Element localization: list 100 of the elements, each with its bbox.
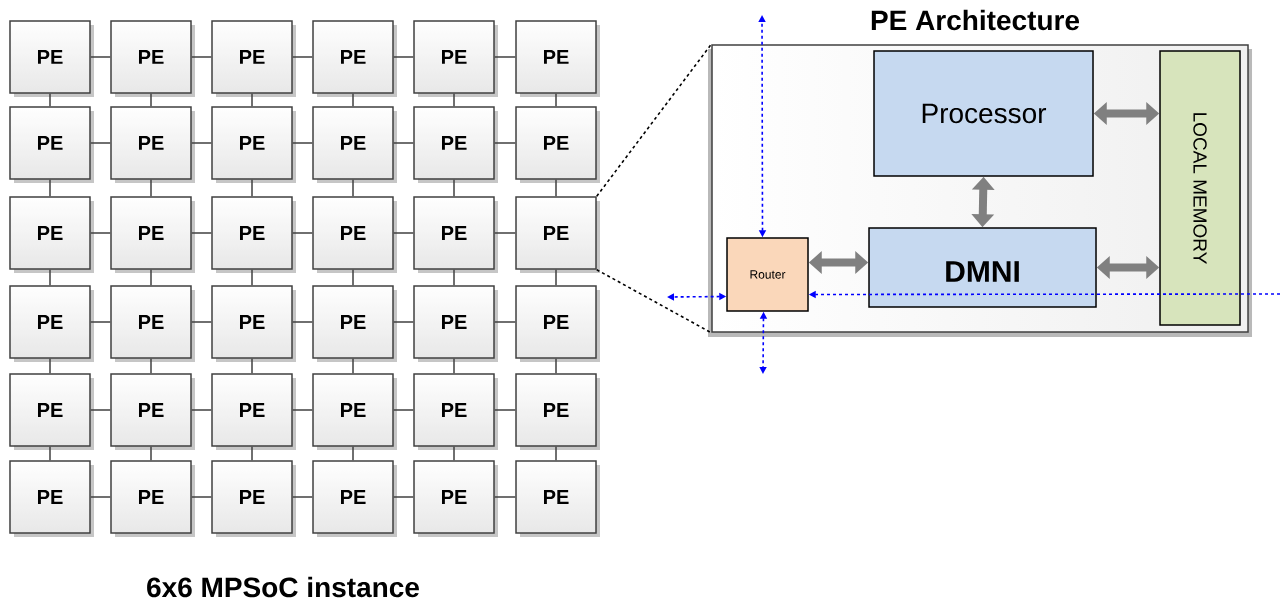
pe-box: PE — [312, 373, 397, 450]
pe-box: PE — [413, 460, 498, 537]
link-line — [494, 496, 516, 498]
pe-box: PE — [211, 196, 296, 273]
pe-box: PE — [413, 20, 498, 97]
link-line — [494, 232, 516, 234]
link-line — [292, 496, 313, 498]
link-line — [251, 358, 253, 374]
link-line — [150, 358, 152, 374]
link-line — [352, 446, 354, 461]
link-line — [90, 409, 111, 411]
pe-box: PE — [9, 106, 94, 183]
pe-box: PE — [515, 373, 600, 450]
pe-box: PE — [515, 106, 600, 183]
link-line — [352, 269, 354, 286]
link-line — [555, 446, 557, 461]
link-line — [494, 142, 516, 144]
pe-box: PE — [312, 106, 397, 183]
pe-box: PE — [413, 285, 498, 362]
link-line — [555, 269, 557, 286]
box-heading: PE Architecture — [871, 9, 1080, 31]
pe-box: PE — [211, 373, 296, 450]
link-line — [393, 56, 414, 58]
pe-box: PE — [9, 460, 94, 537]
link-line — [251, 446, 253, 461]
link-line — [352, 179, 354, 197]
pe-box: PE — [211, 460, 296, 537]
pe-box: PE — [515, 460, 600, 537]
link-line — [393, 496, 414, 498]
link-line — [292, 142, 313, 144]
pe-box: PE — [110, 20, 195, 97]
link-line — [49, 179, 51, 197]
pe-box: PE — [312, 196, 397, 273]
pe-box: PE — [413, 106, 498, 183]
link-line — [251, 179, 253, 197]
link-line — [393, 409, 414, 411]
link-line — [191, 232, 212, 234]
pe-box: PE — [312, 285, 397, 362]
pe-box: PE — [413, 373, 498, 450]
link-line — [494, 56, 516, 58]
link-line — [292, 232, 313, 234]
pe-box: PE — [9, 196, 94, 273]
pe-box: PE — [9, 20, 94, 97]
link-line — [453, 269, 455, 286]
link-line — [49, 93, 51, 107]
link-line — [292, 56, 313, 58]
pe-box: PE — [413, 196, 498, 273]
pe-box: PE — [515, 196, 600, 273]
link-line — [555, 179, 557, 197]
pe-box: PE — [312, 20, 397, 97]
link-line — [150, 446, 152, 461]
link-line — [90, 56, 111, 58]
pe-box: PE — [110, 285, 195, 362]
link-line — [292, 409, 313, 411]
link-line — [453, 179, 455, 197]
link-line — [191, 56, 212, 58]
link-line — [150, 179, 152, 197]
pe-box: PE — [9, 285, 94, 362]
link-line — [453, 446, 455, 461]
link-line — [49, 269, 51, 286]
link-line — [555, 93, 557, 107]
link-line — [191, 321, 212, 323]
pe-box: PE — [9, 373, 94, 450]
link-line — [393, 232, 414, 234]
pe-box: PE — [110, 196, 195, 273]
pe-box: PE — [515, 285, 600, 362]
link-line — [494, 321, 516, 323]
pe-box: PE — [110, 106, 195, 183]
pe-box: PE — [211, 285, 296, 362]
link-line — [90, 496, 111, 498]
link-line — [555, 358, 557, 374]
pe-box: PE — [110, 373, 195, 450]
link-line — [191, 142, 212, 144]
caption: 6x6 MPSoC instance — [147, 576, 419, 598]
link-line — [251, 93, 253, 107]
link-line — [494, 409, 516, 411]
link-line — [251, 269, 253, 286]
link-line — [352, 93, 354, 107]
link-line — [90, 232, 111, 234]
link-line — [453, 93, 455, 107]
link-line — [393, 321, 414, 323]
link-line — [453, 358, 455, 374]
zoom-line — [595, 43, 713, 198]
link-line — [150, 269, 152, 286]
zoom-line — [595, 268, 713, 334]
link-line — [191, 409, 212, 411]
link-line — [150, 93, 152, 107]
link-line — [292, 321, 313, 323]
pe-box: PE — [110, 460, 195, 537]
link-line — [393, 142, 414, 144]
link-line — [90, 142, 111, 144]
pe-box: PE — [312, 460, 397, 537]
pe-box: PE — [211, 106, 296, 183]
link-line — [352, 358, 354, 374]
link-line — [191, 496, 212, 498]
link-line — [49, 358, 51, 374]
pe-box: PE — [515, 20, 600, 97]
pe-box: PE — [211, 20, 296, 97]
link-line — [90, 321, 111, 323]
link-line — [49, 446, 51, 461]
